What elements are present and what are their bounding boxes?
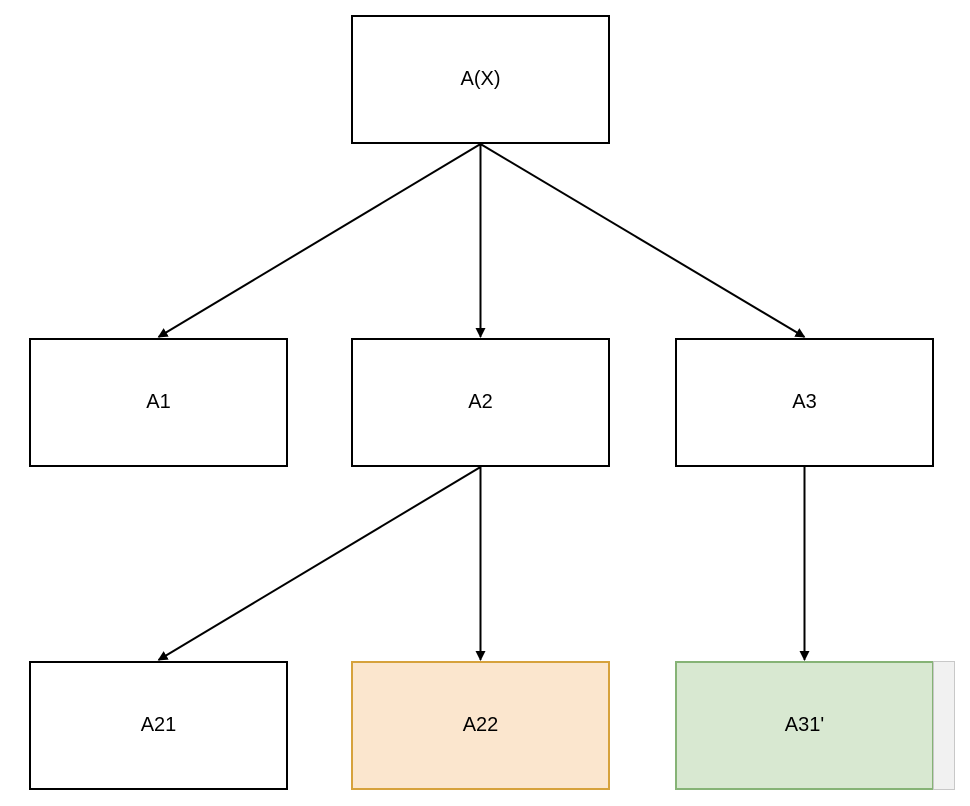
- node-a21[interactable]: A21: [29, 661, 288, 790]
- node-label: A1: [146, 391, 171, 413]
- node-label: A2: [468, 391, 493, 413]
- node-a2[interactable]: A2: [351, 338, 610, 467]
- node-a1[interactable]: A1: [29, 338, 288, 467]
- node-label: A(X): [460, 68, 501, 90]
- node-a3[interactable]: A3: [675, 338, 934, 467]
- node-label: A22: [462, 714, 499, 736]
- node-a22[interactable]: A22: [351, 661, 610, 790]
- scrollbar-tab[interactable]: [933, 661, 955, 790]
- node-label: A21: [140, 714, 177, 736]
- node-label: A3: [792, 391, 817, 413]
- node-a-x[interactable]: A(X): [351, 15, 610, 144]
- edge-root-to-a3: [479, 143, 806, 338]
- edge-a2-to-a21: [157, 466, 482, 661]
- node-label: A31': [784, 714, 825, 736]
- node-a31[interactable]: A31': [675, 661, 934, 790]
- edge-root-to-a1: [157, 143, 482, 338]
